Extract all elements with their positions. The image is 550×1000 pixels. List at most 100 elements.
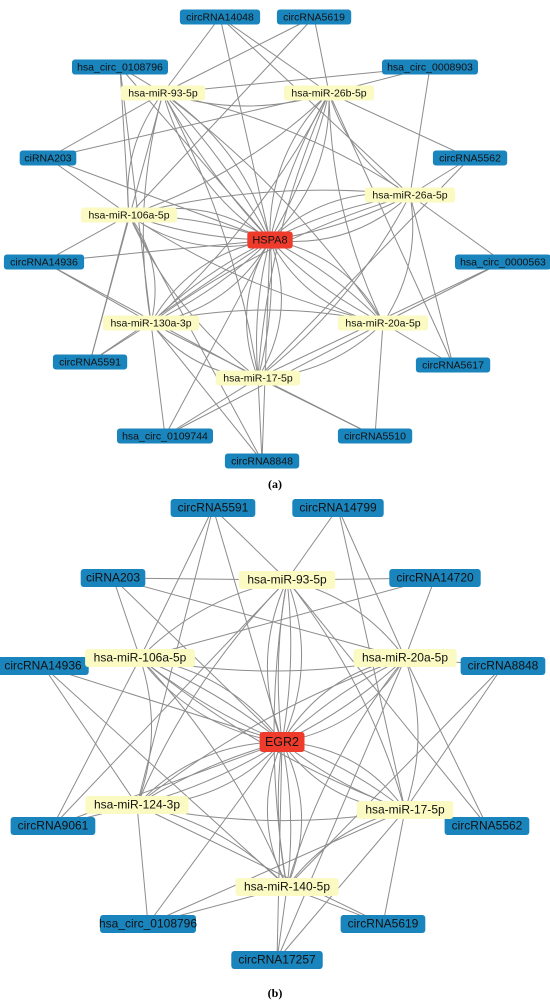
- mirna-node: hsa-miR-93-5p: [120, 85, 206, 101]
- mirna-node-box: [85, 649, 195, 667]
- edge-hub-mirna: [256, 239, 271, 379]
- circrna-node-box: [72, 59, 168, 75]
- mirna-node-label: hsa-miR-106a-5p: [94, 651, 187, 665]
- edge-mirna-mirna: [286, 579, 406, 811]
- edge-circ-mirna: [150, 322, 166, 437]
- edge-circ-mirna: [328, 92, 471, 159]
- mirna-node: hsa-miR-26b-5p: [283, 85, 375, 101]
- mirna-node-box: [353, 649, 457, 667]
- edge-hub-mirna: [266, 579, 288, 743]
- edge-mirna-mirna: [257, 322, 384, 379]
- circrna-node-label: hsa_circ_0000563: [460, 256, 546, 268]
- mirna-node-label: hsa-miR-26a-5p: [372, 189, 447, 201]
- edge-mirna-mirna: [136, 657, 153, 806]
- circrna-node-label: ciRNA203: [86, 571, 140, 585]
- edge-circ-mirna: [404, 577, 436, 659]
- hub-gene-node: EGR2: [259, 732, 305, 752]
- circrna-node-label: circRNA8848: [231, 455, 293, 467]
- edge-circ-mirna: [128, 214, 263, 462]
- mirna-node-box: [215, 370, 301, 386]
- circrna-node: circRNA5619: [276, 9, 352, 25]
- circrna-node: circRNA14048: [179, 9, 261, 25]
- mirna-node-label: hsa-miR-26b-5p: [291, 87, 366, 99]
- circrna-node-box: [340, 915, 426, 933]
- hub-gene-node-box: [259, 732, 305, 752]
- mirna-node: hsa-miR-106a-5p: [80, 207, 178, 223]
- edge-circ-mirna: [409, 194, 454, 366]
- edge-circ-mirna: [136, 804, 384, 925]
- circrna-node-box: [19, 150, 77, 166]
- edge-circ-mirna: [128, 16, 315, 216]
- mirna-node: hsa-miR-140-5p: [235, 878, 339, 896]
- edge-mirna-mirna: [328, 92, 411, 196]
- circrna-node: circRNA5562: [444, 817, 530, 835]
- circrna-node: circRNA5619: [340, 915, 426, 933]
- edge-circ-mirna: [257, 377, 263, 462]
- edge-circ-hub: [212, 507, 283, 743]
- edge-circ-hub: [47, 157, 271, 241]
- circrna-node: ciRNA203: [19, 150, 77, 166]
- edge-mirna-mirna: [128, 214, 384, 324]
- circrna-node-label: circRNA5591: [59, 356, 121, 368]
- circrna-node-box: [0, 657, 89, 675]
- edge-circ-mirna: [162, 16, 221, 94]
- edge-mirna-mirna: [150, 92, 330, 324]
- mirna-node: hsa-miR-93-5p: [238, 571, 336, 589]
- circrna-node: circRNA8848: [460, 657, 546, 675]
- mirna-node-label: hsa-miR-17-5p: [365, 803, 445, 817]
- edge-circ-mirna: [286, 507, 339, 581]
- edge-circ-mirna: [47, 157, 130, 216]
- mirna-node-box: [235, 878, 339, 896]
- edge-circ-mirna: [276, 657, 406, 961]
- circrna-node-label: circRNA5619: [348, 917, 419, 931]
- mirna-node: hsa-miR-17-5p: [215, 370, 301, 386]
- mirna-node-box: [337, 315, 429, 331]
- circrna-node-box: [382, 59, 478, 75]
- circrna-node: circRNA8848: [224, 453, 300, 469]
- circrna-node-box: [231, 951, 323, 969]
- hub-gene-node-label: HSPA8: [252, 234, 287, 246]
- edge-hub-mirna: [162, 92, 271, 241]
- circrna-node-label: circRNA17257: [238, 953, 316, 967]
- mirna-node-box: [356, 801, 454, 819]
- edge-mirna-mirna: [142, 92, 164, 324]
- edge-hub-mirna: [266, 741, 288, 888]
- circrna-node: circRNA9061: [10, 817, 96, 835]
- edge-mirna-mirna: [136, 657, 406, 806]
- edge-circ-mirna: [313, 16, 330, 94]
- edge-circ-hub: [164, 239, 271, 437]
- mirna-node: hsa-miR-20a-5p: [353, 649, 457, 667]
- edge-circ-mirna: [374, 322, 384, 437]
- panel-b-label: (b): [268, 986, 283, 1000]
- edge-circ-mirna: [139, 577, 436, 659]
- circrna-node-box: [460, 657, 546, 675]
- edge-mirna-mirna: [162, 92, 384, 324]
- mirna-node-box: [364, 187, 456, 203]
- edge-hub-mirna: [281, 741, 292, 888]
- circrna-node-label: circRNA9061: [18, 819, 89, 833]
- edge-hub-mirna: [281, 741, 303, 888]
- edge-circ-hub: [147, 741, 283, 925]
- edge-circ-mirna: [47, 92, 330, 159]
- edge-circ-mirna: [42, 665, 288, 888]
- hub-gene-node: HSPA8: [247, 231, 293, 249]
- mirna-node: hsa-miR-17-5p: [356, 801, 454, 819]
- circrna-node-box: [224, 453, 300, 469]
- circrna-node-box: [10, 817, 96, 835]
- edge-hub-mirna: [281, 579, 303, 743]
- circrna-node: circRNA14936: [0, 657, 89, 675]
- circrna-node-label: circRNA14936: [4, 659, 82, 673]
- circrna-node: ciRNA203: [80, 569, 146, 587]
- edge-circ-mirna: [119, 66, 130, 216]
- circrna-node: circRNA5591: [52, 354, 128, 370]
- circrna-node-box: [455, 254, 550, 270]
- edge-mirna-mirna: [257, 194, 411, 379]
- edge-hub-mirna: [136, 741, 283, 806]
- circrna-node: hsa_circ_0108796: [99, 915, 197, 933]
- mirna-node-label: hsa-miR-124-3p: [94, 798, 180, 812]
- circrna-node-box: [389, 569, 481, 587]
- edge-circ-mirna: [219, 16, 330, 94]
